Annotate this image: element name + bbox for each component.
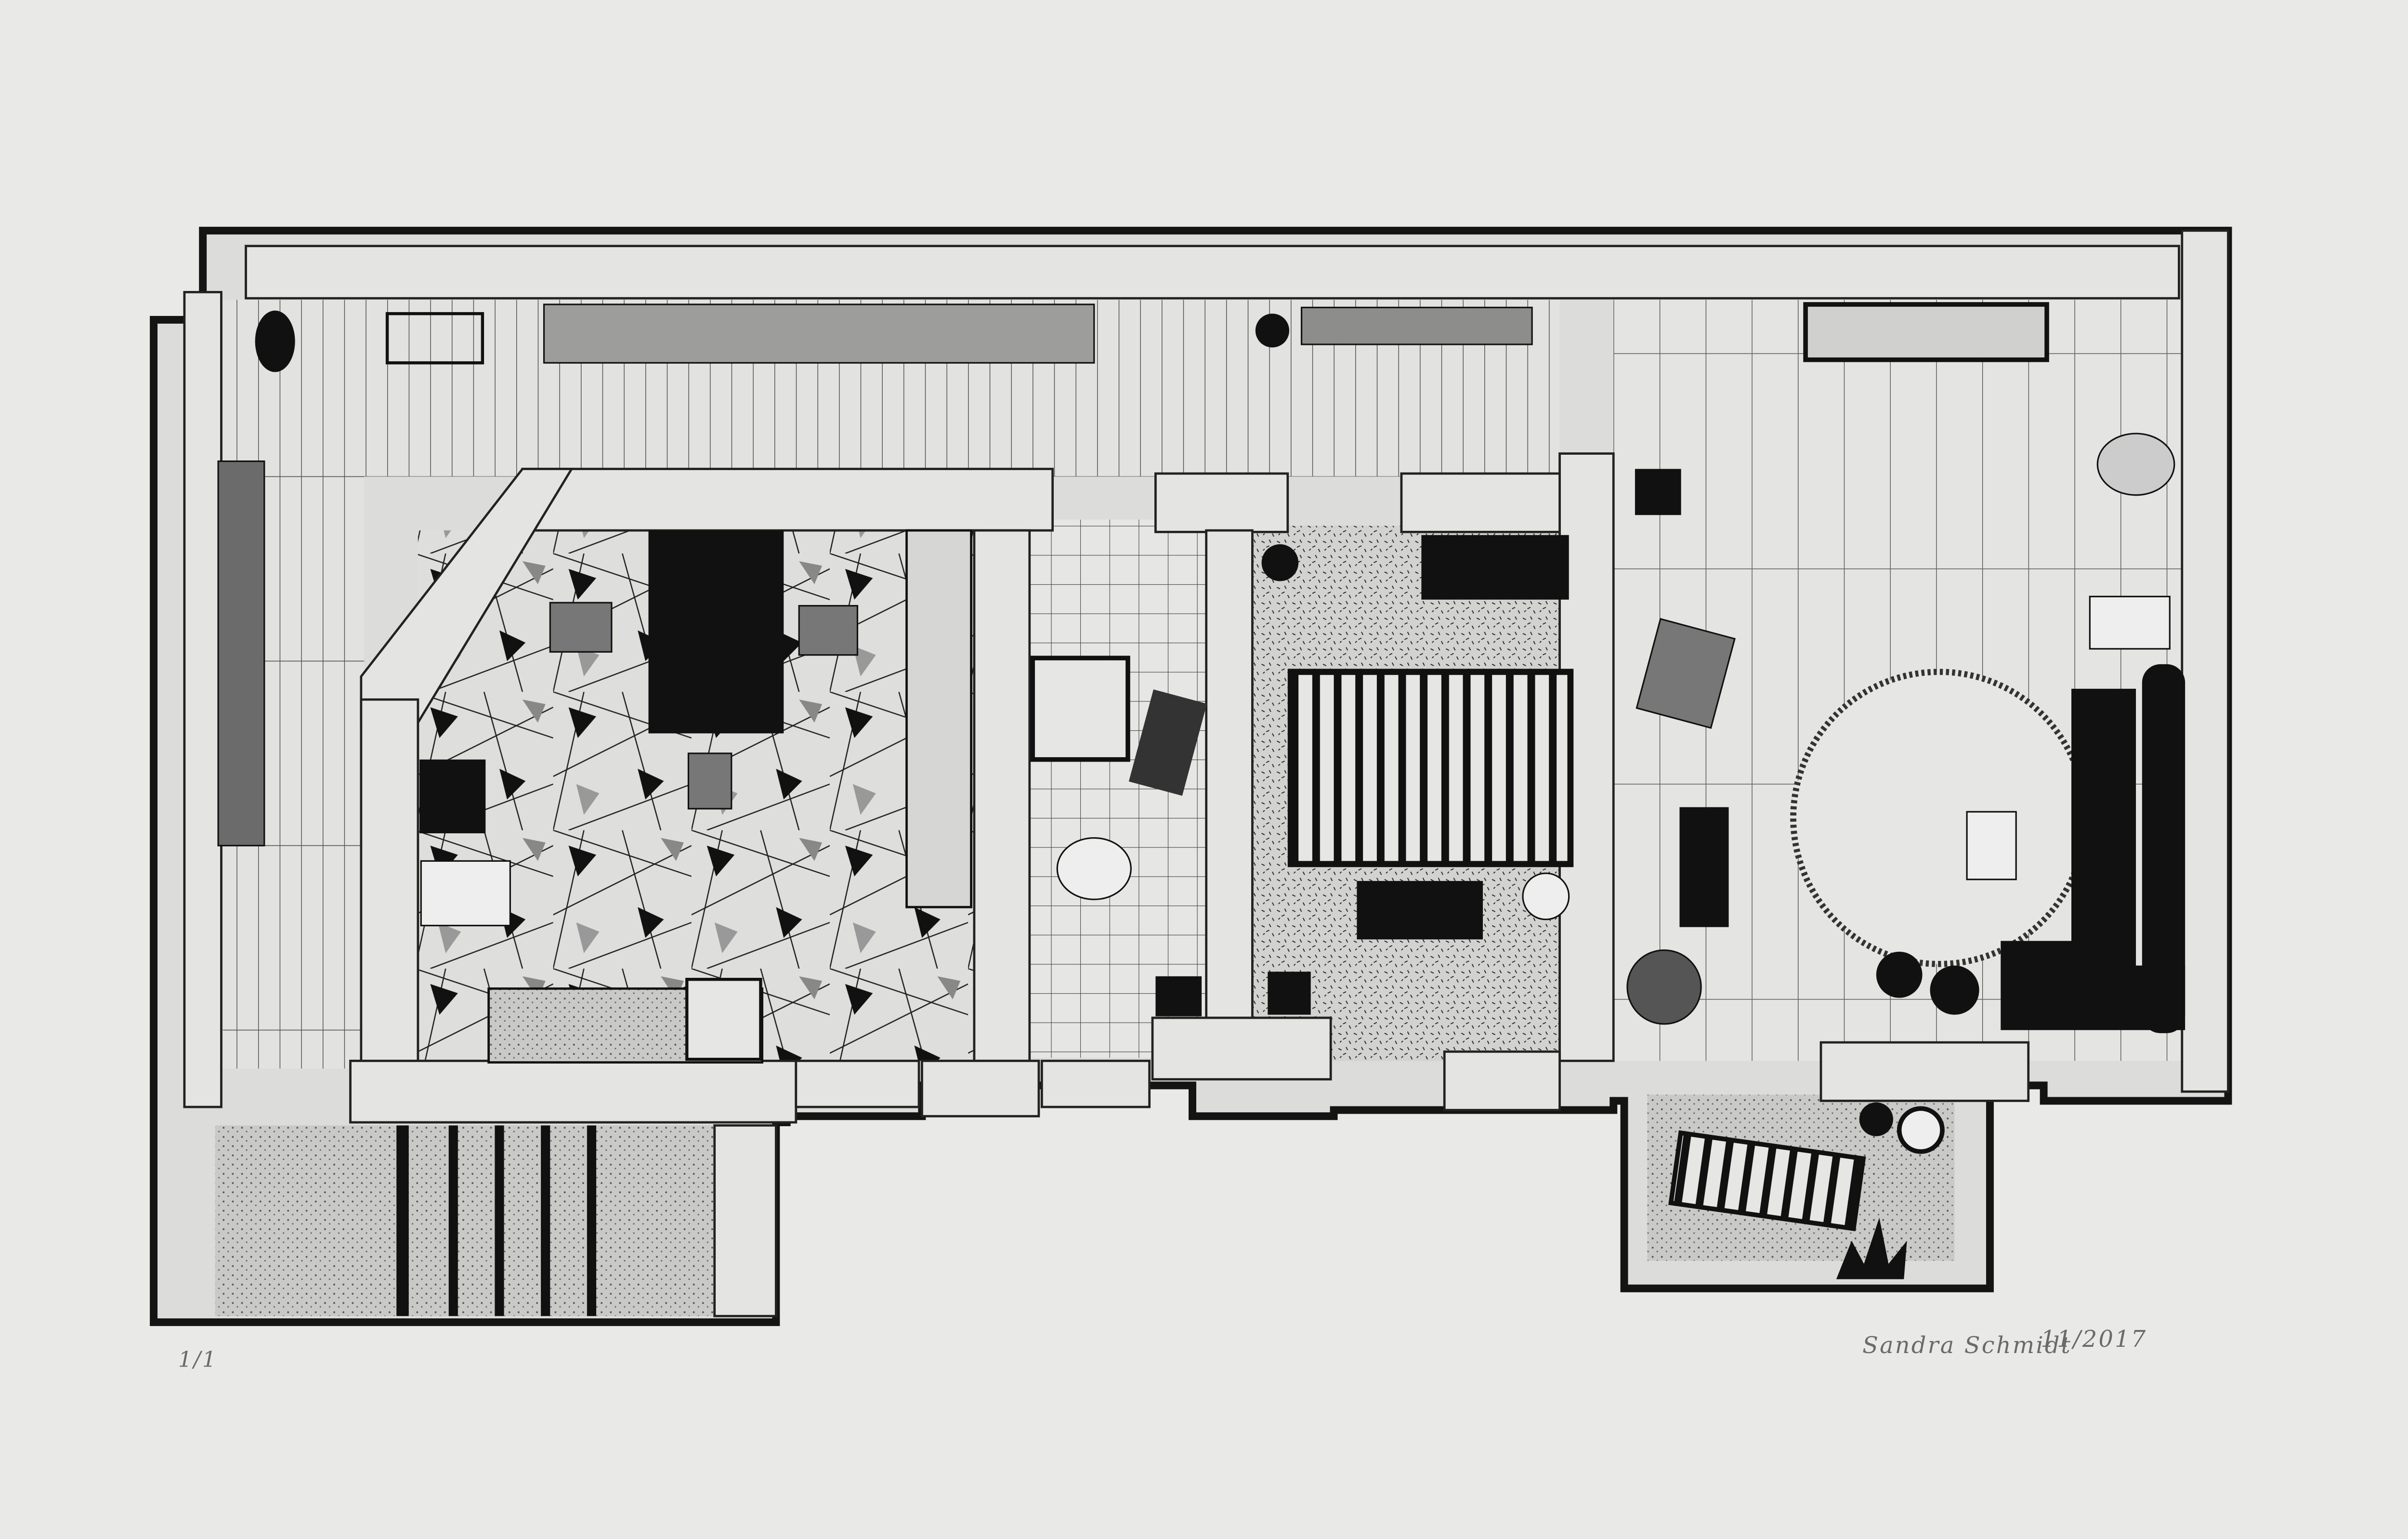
armchair — [1636, 618, 1736, 729]
toilet — [1056, 837, 1132, 900]
stairwell-floor — [215, 1125, 715, 1316]
tv-cabinet — [1803, 302, 2049, 362]
laundry-basket — [1155, 976, 1202, 1016]
stove — [685, 977, 762, 1061]
bath-mat — [1128, 689, 1207, 796]
ottoman — [1930, 965, 1979, 1015]
dresser — [1421, 535, 1569, 600]
round-rug — [1790, 669, 2089, 967]
shelf-unit — [1300, 306, 1533, 345]
side-table — [420, 860, 511, 927]
dining-table — [648, 530, 784, 734]
cushion — [2096, 433, 2175, 496]
bathtub-basin — [1030, 656, 1130, 762]
spiky-plant — [1836, 1217, 1907, 1279]
round-side-table — [1522, 872, 1570, 921]
rug-small — [1679, 807, 1729, 927]
shoe-rack — [385, 312, 484, 365]
balcony-bench — [1668, 1130, 1866, 1232]
kitchen-counter — [905, 529, 972, 908]
interior-walls — [183, 229, 2229, 1317]
coffee-table — [1966, 811, 2017, 881]
sideboard — [543, 303, 1095, 364]
balcony-plant — [1859, 1102, 1893, 1136]
ottoman — [1876, 951, 1923, 998]
sofa-arm — [2142, 664, 2186, 1033]
nightstand — [1268, 972, 1311, 1015]
chair — [798, 605, 858, 656]
potted-plant — [1626, 949, 1702, 1025]
plant-pot — [1255, 314, 1289, 348]
signature-date: 11/2017 — [2041, 1326, 2147, 1353]
balcony-pot — [1897, 1106, 1945, 1154]
coat-rack — [217, 460, 265, 847]
bed — [1287, 669, 1574, 868]
desk — [2089, 595, 2171, 650]
bench — [1357, 881, 1483, 940]
round-stool — [255, 310, 295, 372]
cabinet — [419, 759, 486, 833]
floor-lamp-base — [1635, 469, 1681, 515]
chair — [687, 752, 733, 810]
stairs — [396, 1125, 596, 1316]
chair — [549, 602, 613, 653]
edition-number: 1/1 — [178, 1347, 217, 1372]
sofa — [2001, 688, 2186, 1030]
plant — [1261, 544, 1299, 581]
artist-signature: Sandra Schmidt — [1862, 1332, 2072, 1359]
